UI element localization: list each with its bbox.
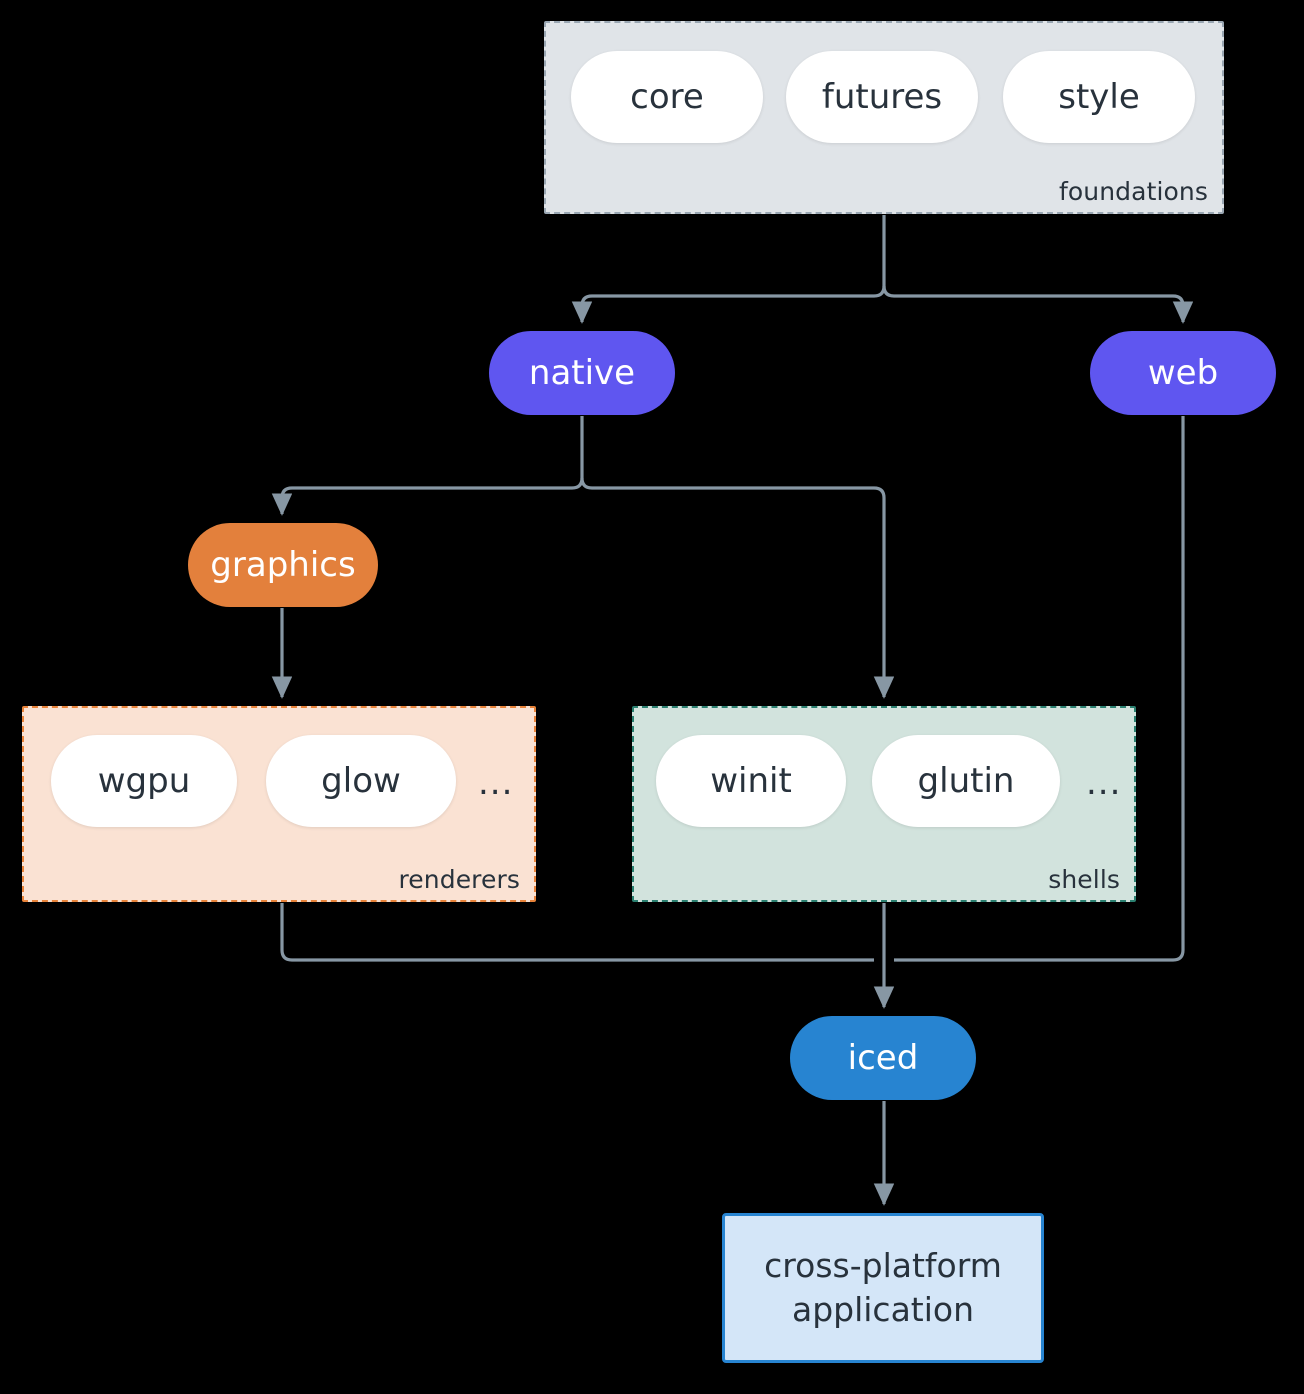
node-wgpu[interactable]: wgpu [51,735,237,827]
edge-native-to-graphics [271,477,584,516]
node-winit[interactable]: winit [656,735,846,827]
node-futures[interactable]: futures [786,51,978,143]
edge-native-to-shells [580,477,895,699]
edge-foundations-to-web [882,285,1194,324]
renderers-overflow-ellipsis: ... [478,763,514,803]
node-graphics[interactable]: graphics [188,523,378,607]
application-label-line2: application [791,1290,975,1329]
node-glutin[interactable]: glutin [872,735,1060,827]
application-label-line1: cross-platform [764,1246,1002,1286]
cluster-label-shells: shells [1048,865,1120,894]
node-iced[interactable]: iced [790,1016,976,1100]
node-core[interactable]: core [571,51,763,143]
node-web[interactable]: web [1090,331,1276,415]
edge-renderers-to-iced [280,903,874,962]
cluster-label-foundations: foundations [1059,177,1208,206]
shells-overflow-ellipsis: ... [1086,763,1122,803]
node-glow[interactable]: glow [266,735,456,827]
node-style[interactable]: style [1003,51,1195,143]
cluster-label-renderers: renderers [398,865,520,894]
edge-foundations-to-native [571,285,886,324]
node-native[interactable]: native [489,331,675,415]
node-cross-platform-application[interactable]: cross-platform application [722,1213,1044,1363]
